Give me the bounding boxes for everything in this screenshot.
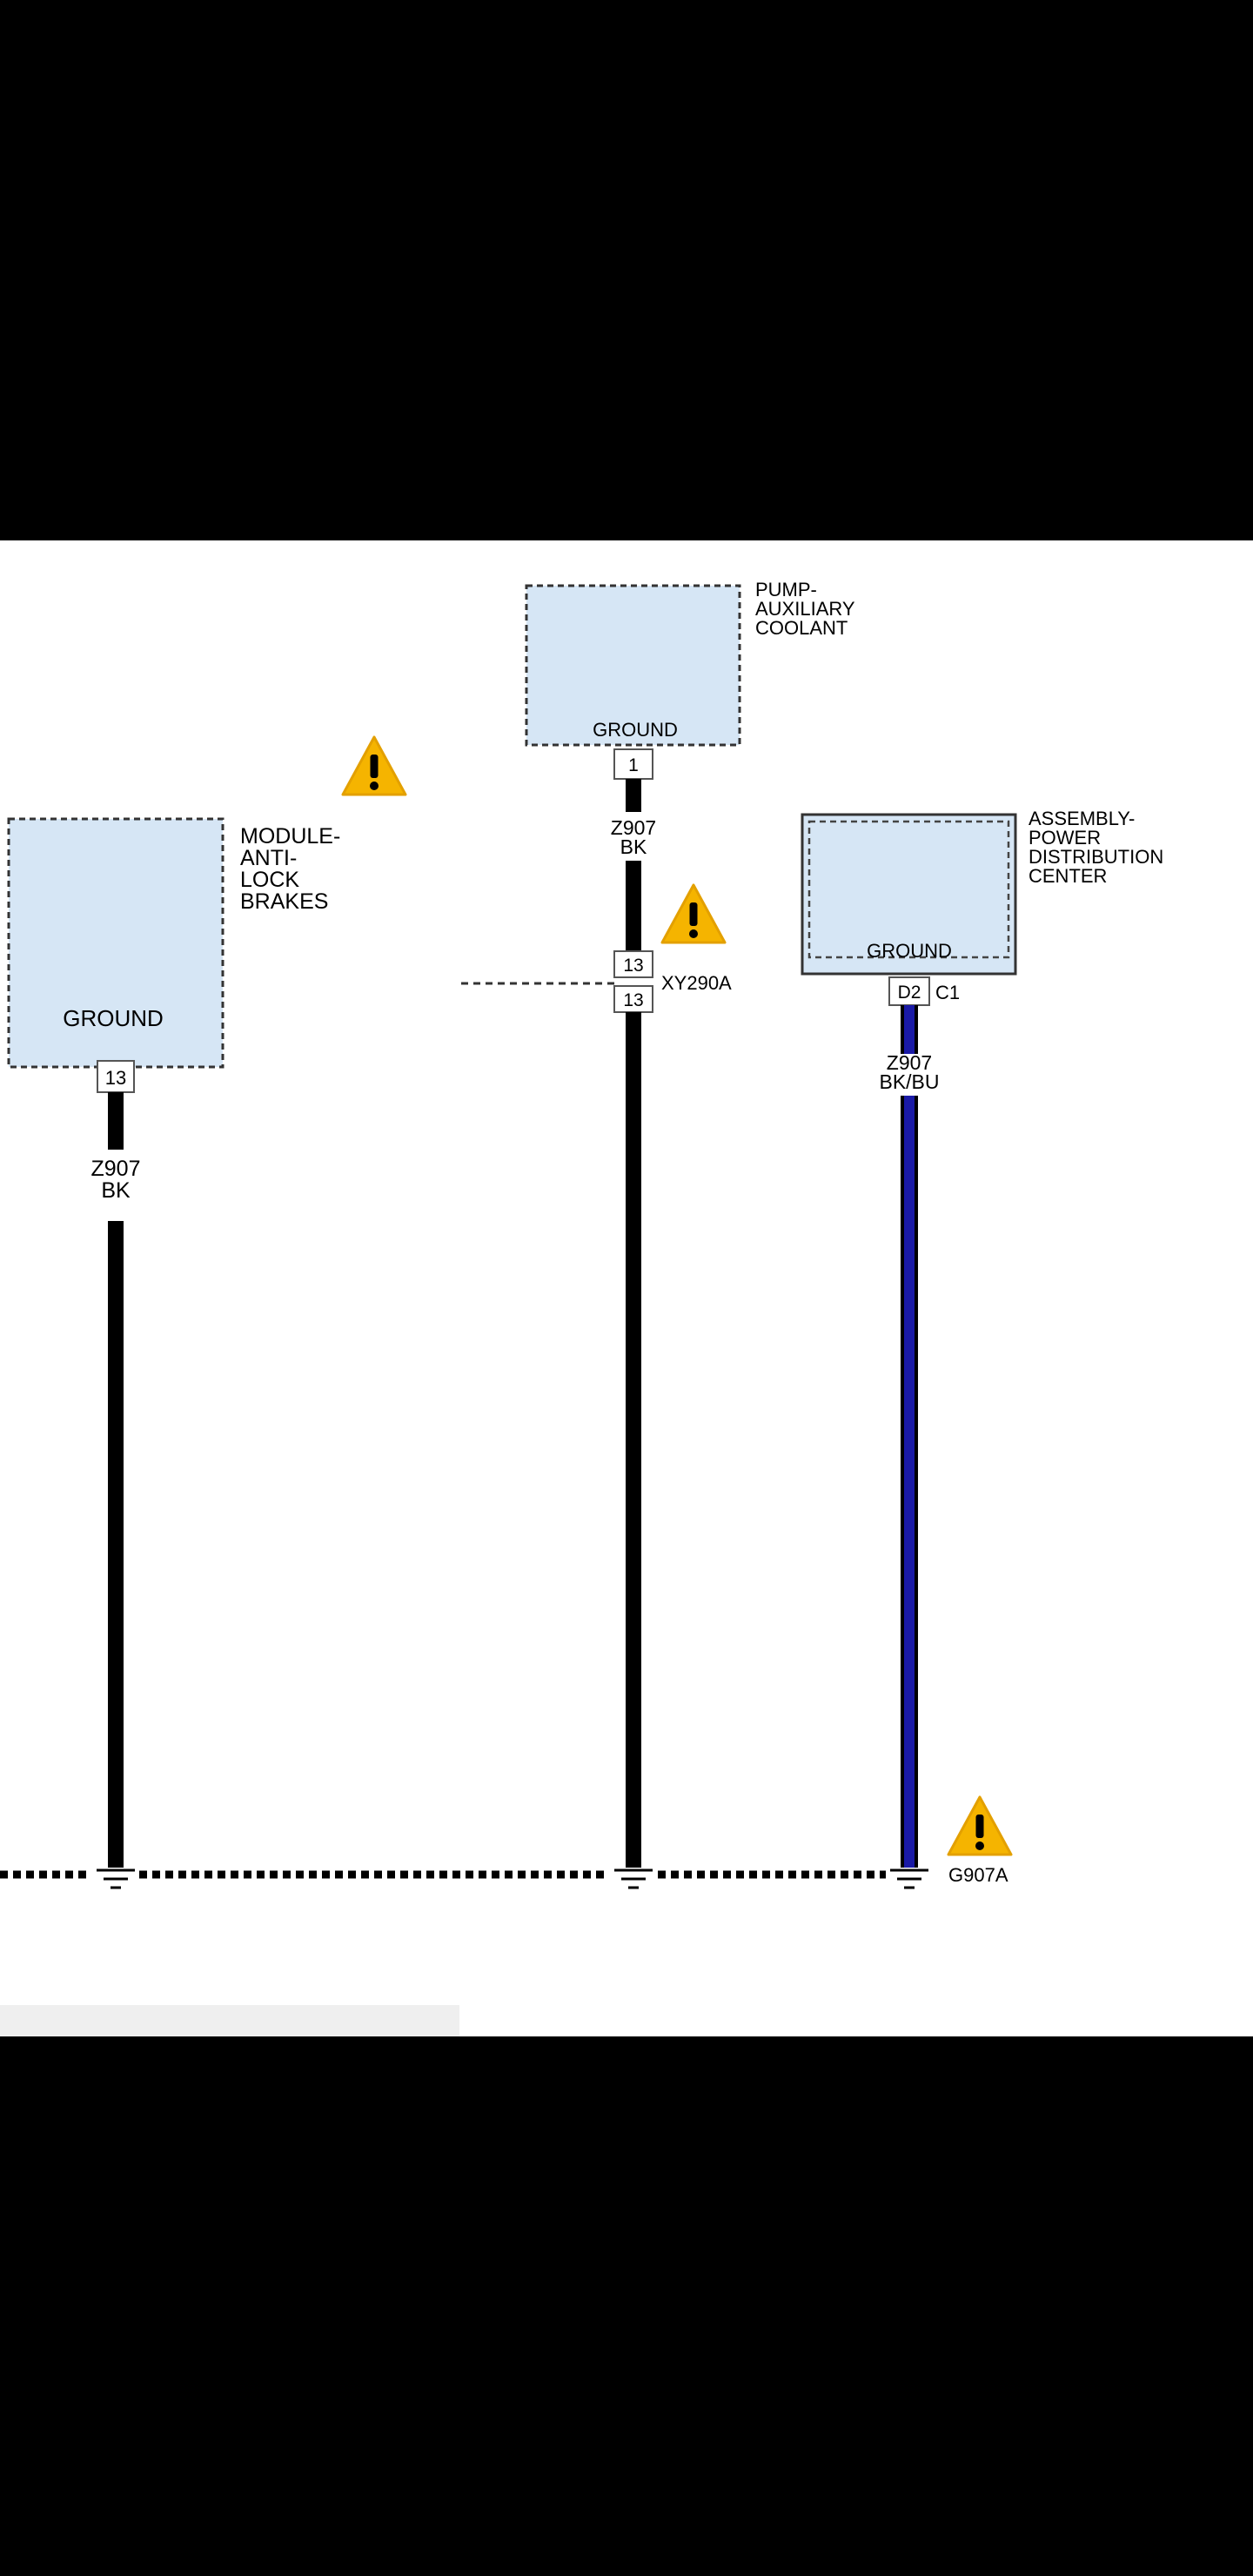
inline-connector-pin-top-label: 13: [623, 956, 643, 976]
pdc-name: ASSEMBLY- POWER DISTRIBUTION CENTER: [1029, 808, 1169, 887]
warning-triangle-icon[interactable]: [660, 883, 727, 944]
bottom-letterbox: [0, 2036, 1253, 2576]
warning-triangle-icon[interactable]: [947, 1795, 1013, 1856]
pdc-name-line: DISTRIBUTION: [1029, 846, 1163, 868]
pump-wire-color: BK: [620, 835, 647, 858]
inline-connector-pin-bottom-label: 13: [623, 990, 643, 1010]
coolant-pump-name-line: AUXILIARY: [755, 598, 855, 620]
top-letterbox: [0, 0, 1253, 540]
coolant-pump-name: PUMP- AUXILIARY COOLANT: [755, 579, 860, 639]
pdc-connector-label: C1: [935, 982, 960, 1003]
abs-module-name-line: BRAKES: [240, 889, 328, 914]
ground-symbol-icon: [613, 1868, 654, 1889]
warning-triangle-icon[interactable]: [341, 735, 407, 796]
ground-symbol-icon: [888, 1868, 930, 1889]
abs-module-box[interactable]: [7, 817, 224, 1069]
pdc-wire-circuit: Z907: [887, 1051, 932, 1074]
abs-module-name-line: LOCK: [240, 868, 299, 892]
ground-symbol-icon: [95, 1868, 137, 1889]
pdc-ground-label: GROUND: [867, 940, 952, 962]
pdc-pin-label: D2: [898, 983, 921, 1003]
coolant-pump-pin-label: 1: [628, 755, 639, 775]
ground-name-label: G907A: [948, 1864, 1008, 1886]
abs-module-name: MODULE- ANTI- LOCK BRAKES: [240, 824, 346, 914]
abs-module-name-line: ANTI-: [240, 846, 297, 870]
pdc-wire-color: BK/BU: [879, 1070, 939, 1093]
coolant-pump-box[interactable]: [525, 584, 741, 747]
inline-connector-pin-top[interactable]: [613, 950, 653, 978]
pdc-name-line: ASSEMBLY-: [1029, 808, 1135, 829]
abs-wire-color: BK: [101, 1178, 131, 1203]
pdc-inner-box: [807, 820, 1010, 959]
pdc-assembly-box[interactable]: [801, 813, 1017, 976]
abs-pin-box[interactable]: [97, 1060, 135, 1093]
inline-connector-name: XY290A: [661, 972, 732, 994]
wiring-diagram[interactable]: GROUND MODULE- ANTI- LOCK BRAKES 13 Z907…: [0, 540, 1253, 2036]
abs-module-name-line: MODULE-: [240, 824, 340, 849]
abs-wire-circuit: Z907: [91, 1157, 141, 1181]
abs-pin-label: 13: [105, 1067, 126, 1089]
coolant-pump-name-line: COOLANT: [755, 617, 848, 639]
horizontal-scrollbar[interactable]: [0, 2005, 459, 2036]
pdc-name-line: POWER: [1029, 827, 1101, 849]
coolant-pump-name-line: PUMP-: [755, 579, 817, 600]
abs-module-ground-label: GROUND: [63, 1005, 164, 1031]
pump-wire-circuit: Z907: [611, 816, 656, 839]
pdc-name-line: CENTER: [1029, 865, 1107, 887]
coolant-pump-ground-label: GROUND: [593, 719, 678, 741]
